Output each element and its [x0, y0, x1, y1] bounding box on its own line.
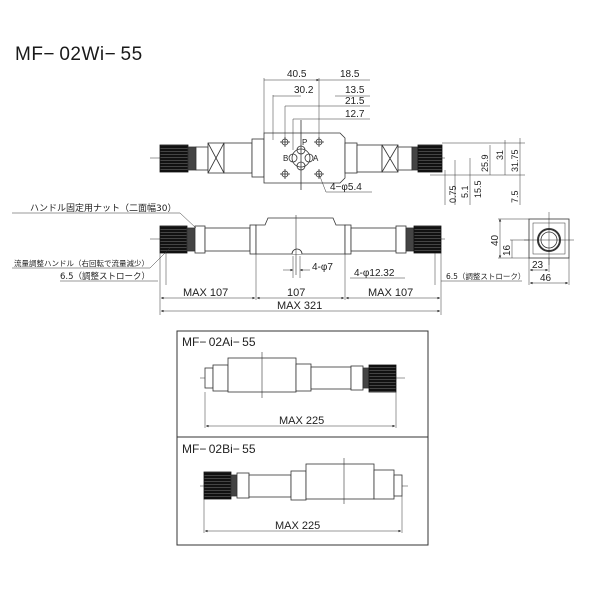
valve-body [305, 463, 375, 500]
stroke-right-label: 6.5（調整ストローク） [446, 271, 525, 281]
port-b-label: B [283, 154, 288, 163]
front-view-labels: ハンドル固定用ナット（二面幅30） 流量調整ハンドル（右回転で流量減少） 6.5… [14, 202, 525, 312]
svg-text:MAX 107: MAX 107 [183, 287, 228, 299]
left-handle-knob [159, 144, 189, 173]
variant-b-title: MF− 02Bi− 55 [182, 442, 256, 456]
svg-text:13.5: 13.5 [345, 85, 365, 96]
variant-b-panel: MF− 02Bi− 55 MAX 225 [176, 436, 429, 546]
hole-small-label: 4-φ7 [312, 262, 333, 273]
svg-text:5.1: 5.1 [460, 185, 470, 198]
svg-text:12.7: 12.7 [345, 109, 365, 120]
side-view-labels: 40 16 23 46 [490, 234, 552, 284]
port-p-label: P [302, 138, 307, 147]
svg-text:31.75: 31.75 [510, 149, 520, 172]
svg-text:23: 23 [532, 260, 544, 271]
front-view [12, 212, 522, 315]
svg-text:107: 107 [287, 287, 305, 299]
valve-body [255, 217, 346, 255]
svg-text:7.5: 7.5 [510, 190, 520, 203]
svg-text:21.5: 21.5 [345, 96, 365, 107]
stroke-left-label: 6.5（調整ストローク） [60, 271, 150, 282]
svg-text:31: 31 [495, 150, 505, 160]
variant-a-title: MF− 02Ai− 55 [182, 335, 256, 349]
handle-knob [368, 364, 397, 393]
top-view-dimensions: 40.5 18.5 30.2 13.5 21.5 12.7 4−φ5.4 0.7… [287, 69, 520, 203]
svg-text:16: 16 [502, 244, 513, 256]
svg-text:0.75: 0.75 [448, 185, 458, 203]
left-handle-knob [159, 225, 188, 254]
drawing-title: MF− 02Wi− 55 [15, 44, 143, 65]
svg-text:MAX 107: MAX 107 [368, 287, 413, 299]
right-handle-knob [413, 225, 442, 254]
svg-text:25.9: 25.9 [480, 154, 490, 172]
variant-a-panel: MF− 02Ai− 55 MAX 225 [176, 330, 429, 438]
right-handle-knob [417, 144, 443, 173]
handle-note: 流量調整ハンドル（右回転で流量減少） [14, 258, 149, 268]
handle-knob [203, 471, 232, 500]
svg-text:18.5: 18.5 [340, 69, 360, 80]
svg-text:46: 46 [540, 273, 552, 284]
side-view [498, 212, 574, 285]
hole-large-label: 4-φ12.32 [354, 268, 395, 279]
mount-hole-label: 4−φ5.4 [330, 182, 362, 193]
port-pattern-icon [288, 120, 314, 190]
svg-text:15.5: 15.5 [473, 180, 483, 198]
variant-b-max: MAX 225 [275, 520, 320, 532]
port-a-label: A [313, 154, 319, 163]
svg-text:40: 40 [490, 234, 501, 246]
mount-holes-icon [280, 137, 324, 179]
svg-text:30.2: 30.2 [294, 85, 314, 96]
valve-body [263, 132, 346, 184]
variant-a-max: MAX 225 [279, 415, 324, 427]
top-view: P B A [150, 78, 525, 205]
svg-text:40.5: 40.5 [287, 69, 307, 80]
nut-note: ハンドル固定用ナット（二面幅30） [30, 202, 176, 214]
svg-text:MAX 321: MAX 321 [277, 300, 322, 312]
